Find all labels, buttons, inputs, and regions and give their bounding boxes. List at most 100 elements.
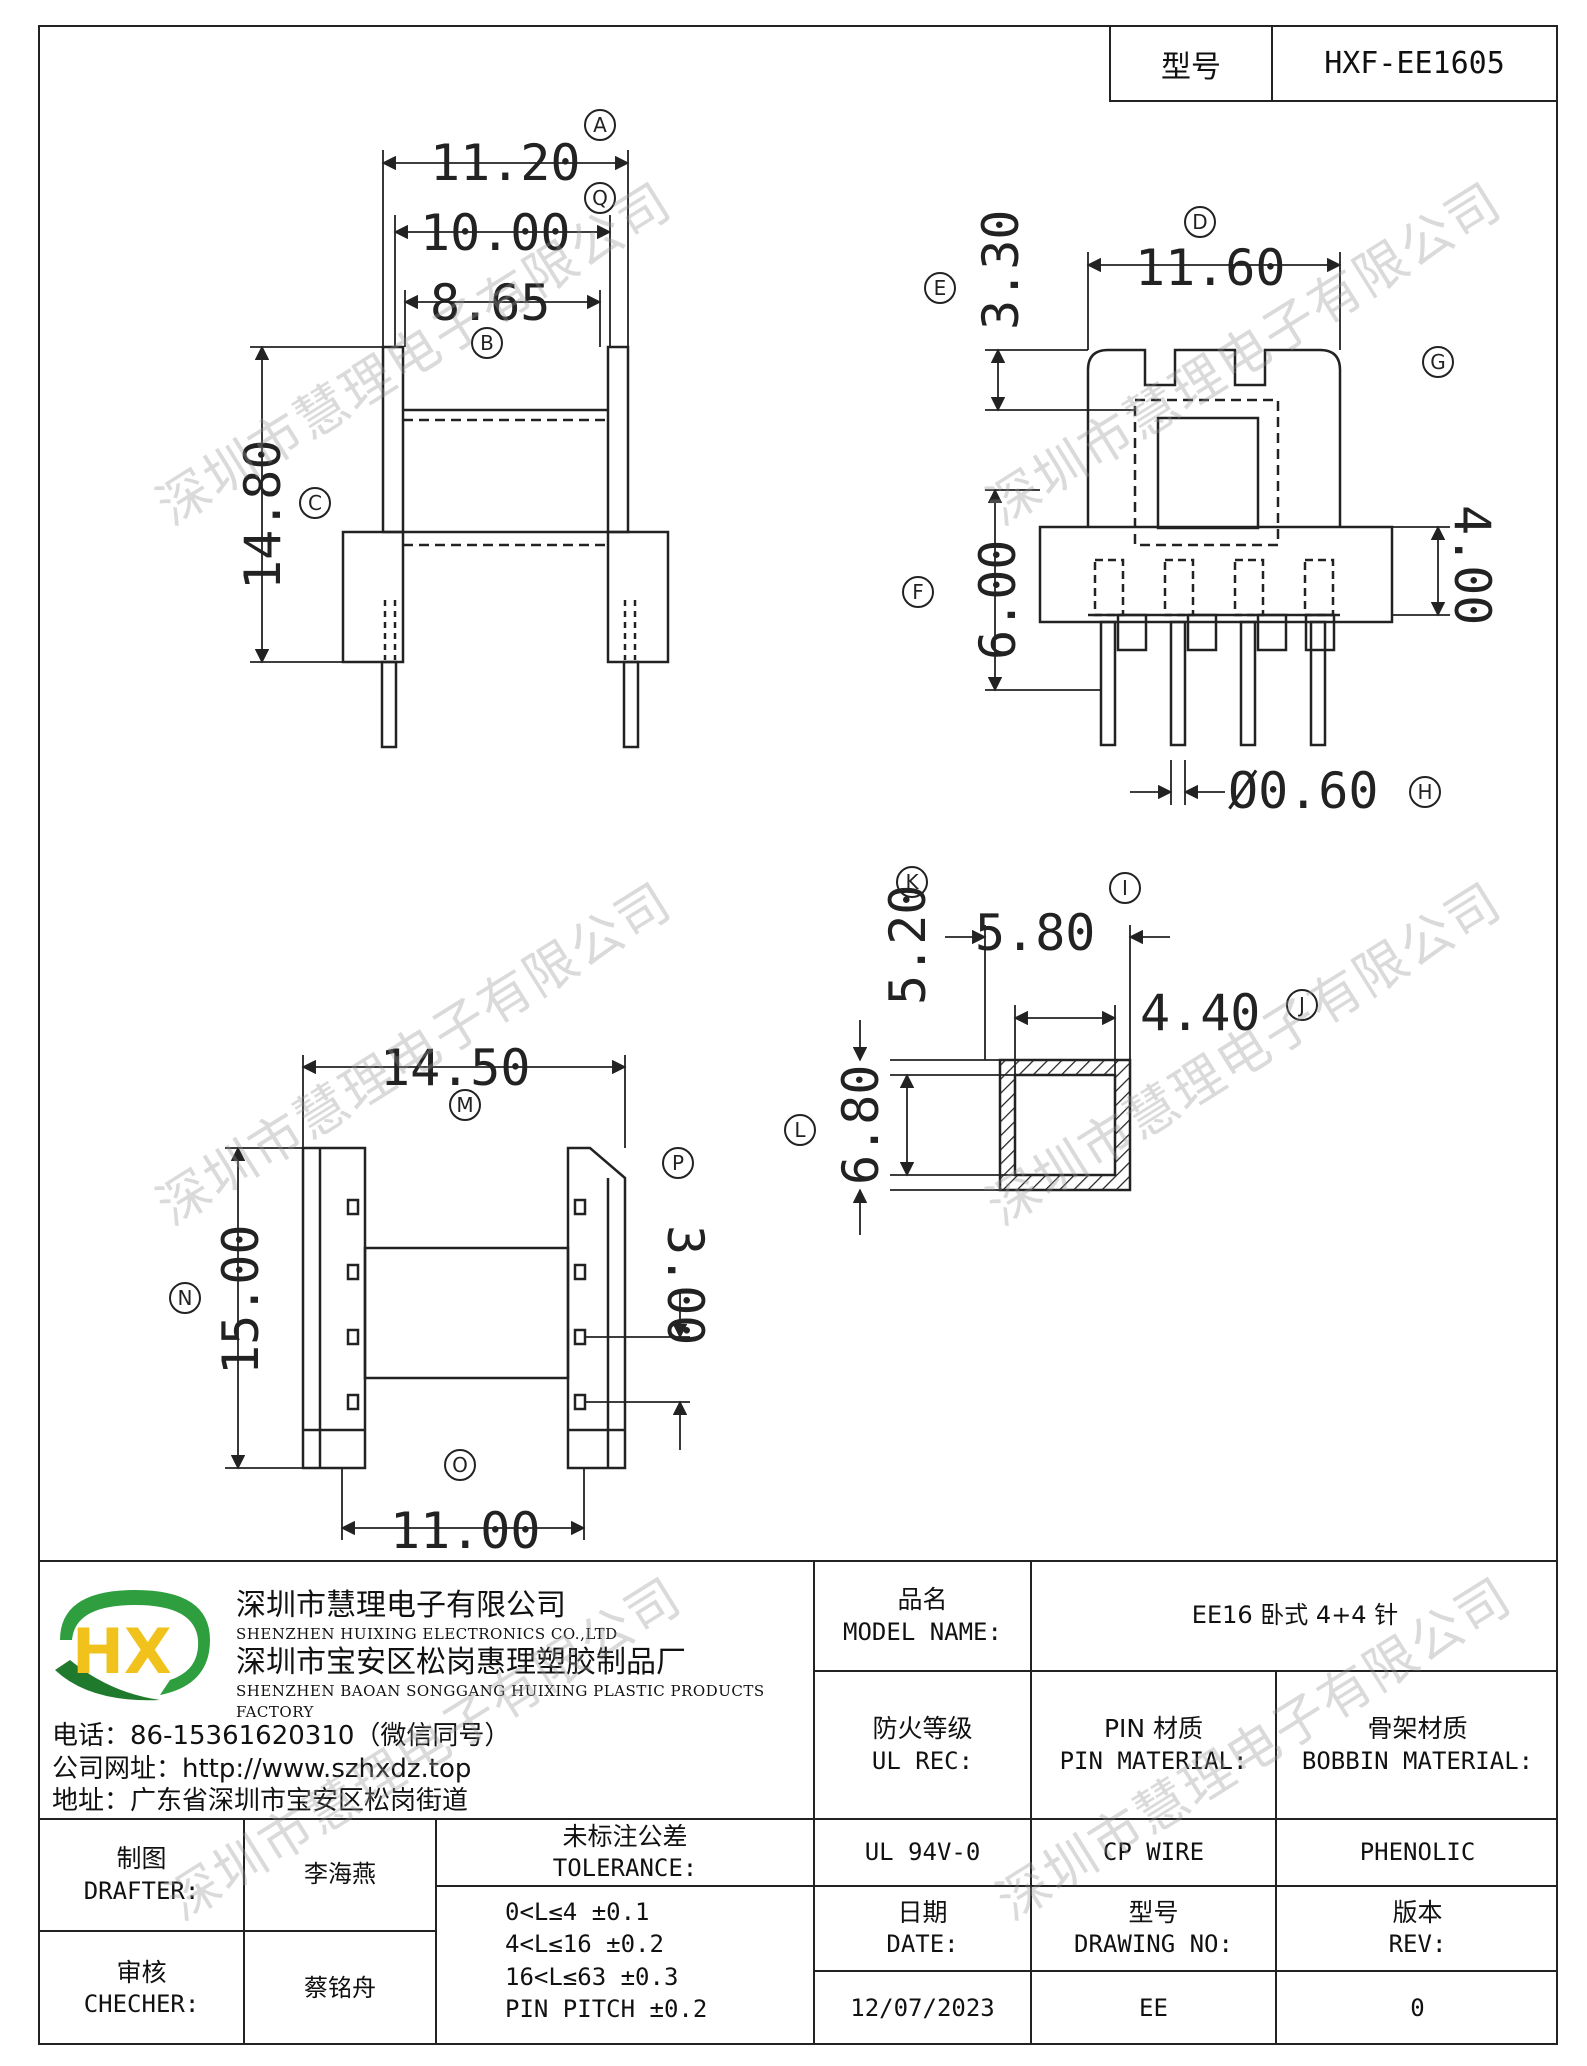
- reference-circle-h: [1409, 776, 1441, 808]
- bobbin-material-label: 骨架材质 BOBBIN MATERIAL:: [1301, 1714, 1534, 1775]
- checker-value: 蔡铭舟: [304, 1973, 376, 2002]
- reference-letter-q: Q: [592, 186, 608, 210]
- reference-letter-p: P: [672, 1151, 684, 1175]
- reference-circle-b: [471, 327, 503, 359]
- tb-top-line: [38, 1560, 1558, 1562]
- side-base: [1038, 525, 1394, 624]
- factory-name-en: SHENZHEN BAOAN SONGGANG HUIXING PLASTIC …: [236, 1682, 765, 1721]
- reference-letter-k: K: [905, 870, 919, 894]
- reference-letter-b: B: [480, 331, 494, 355]
- model-label: 型号: [1111, 27, 1273, 100]
- reference-circle-k: [896, 866, 928, 898]
- company-name-en: SHENZHEN HUIXING ELECTRONICS CO.,LTD: [236, 1625, 618, 1643]
- drawing-frame: [38, 25, 1558, 2045]
- reference-letter-f: F: [912, 580, 924, 604]
- dim-L-text: 6.80: [832, 1065, 890, 1185]
- pin-material-value: CP WIRE: [1102, 1837, 1205, 1866]
- reference-circle-d: [1184, 206, 1216, 238]
- tolerance-item: 0<L≤4 ±0.1: [505, 1898, 650, 1926]
- side-view: [985, 252, 1450, 805]
- dim-B-text: 8.65: [430, 274, 550, 332]
- front-left-base: [341, 530, 405, 664]
- reference-letter-g: G: [1430, 350, 1446, 374]
- dim-G-text: 4.00: [1443, 505, 1501, 625]
- reference-letter-j: J: [1297, 993, 1305, 1017]
- reference-letter-e: E: [934, 276, 947, 300]
- dim-P-text: 3.00: [656, 1225, 714, 1345]
- bottom-left-flange: [301, 1146, 367, 1470]
- bottom-right-flange: [566, 1146, 627, 1470]
- model-name-value: EE16 卧式 4+4 针: [1191, 1601, 1399, 1630]
- phone-text: 电话：86-15361620310（微信同号）: [52, 1721, 511, 1751]
- dim-M-text: 14.50: [380, 1039, 531, 1097]
- side-pin-3: [1239, 620, 1257, 747]
- dim-J-text: 4.40: [1140, 984, 1260, 1042]
- contact-block: 电话：86-15361620310（微信同号） 公司网址：http://www.…: [52, 1720, 812, 1818]
- reference-circle-q: [584, 182, 616, 214]
- side-pin-1: [1099, 620, 1117, 747]
- front-right-flange-top: [606, 345, 630, 534]
- reference-circle-c: [299, 487, 331, 519]
- side-top-outline: [1086, 348, 1342, 527]
- tb-split-line: [813, 1560, 815, 2045]
- front-view: [250, 150, 670, 749]
- front-right-pin: [622, 660, 640, 749]
- tolerance-label: 未标注公差 TOLERANCE:: [552, 1821, 698, 1883]
- website-text: 公司网址：http://www.szhxdz.top: [52, 1753, 472, 1784]
- reference-letter-h: H: [1417, 780, 1432, 804]
- logo-letters: HX: [72, 1615, 172, 1688]
- company-logo: HX: [50, 1585, 220, 1705]
- reference-circle-i: [1109, 872, 1141, 904]
- dim-D-text: 11.60: [1135, 239, 1286, 297]
- reference-letter-d: D: [1192, 210, 1207, 234]
- pin-material-label: PIN 材质 PIN MATERIAL:: [1059, 1714, 1248, 1775]
- date-label: 日期 DATE:: [886, 1897, 959, 1959]
- company-name-cn: 深圳市慧理电子有限公司: [236, 1588, 566, 1623]
- front-right-base: [606, 530, 670, 664]
- drafter-label: 制图 DRAFTER:: [83, 1844, 200, 1905]
- reference-circle-e: [924, 272, 956, 304]
- side-pin-4: [1309, 620, 1327, 747]
- bottom-view: [225, 1055, 690, 1540]
- checker-label: 审核 CHECHER:: [83, 1957, 200, 2019]
- reference-circle-n: [169, 1282, 201, 1314]
- dim-N-text: 15.00: [212, 1224, 270, 1375]
- factory-name-cn: 深圳市宝安区松岗惠理塑胶制品厂: [236, 1645, 686, 1680]
- model-box: 型号 HXF-EE1605: [1109, 25, 1558, 102]
- bobbin-material-value: PHENOLIC: [1359, 1837, 1476, 1866]
- side-pin-2: [1169, 620, 1187, 747]
- dim-H-text: Ø0.60: [1228, 762, 1379, 820]
- tolerance-item: 4<L≤16 ±0.2: [505, 1930, 664, 1959]
- reference-circle-m: [449, 1089, 481, 1121]
- drafter-value: 李海燕: [304, 1860, 376, 1889]
- reference-letter-c: C: [308, 491, 322, 515]
- dim-F-text: 6.00: [969, 540, 1027, 660]
- dim-E-text: 3.30: [972, 210, 1030, 330]
- reference-circle-g: [1422, 346, 1454, 378]
- tolerance-list: 0<L≤4 ±0.1 4<L≤16 ±0.2 16<L≤63 ±0.3 PIN …: [505, 1896, 707, 2026]
- rev-value: 0: [1410, 1993, 1425, 2022]
- dim-K-text: 5.20: [879, 885, 937, 1005]
- reference-circle-j: [1286, 989, 1318, 1021]
- reference-letter-n: N: [178, 1286, 193, 1310]
- dim-A-text: 11.20: [430, 134, 581, 192]
- logo-svg: HX: [55, 1590, 210, 1701]
- reference-letter-o: O: [452, 1453, 468, 1477]
- dim-I-text: 5.80: [975, 904, 1095, 962]
- front-left-pin: [380, 660, 398, 749]
- dim-C-text: 14.80: [234, 439, 292, 590]
- reference-circle-p: [662, 1147, 694, 1179]
- rev-label: 版本 REV:: [1388, 1897, 1447, 1959]
- reference-circle-o: [444, 1449, 476, 1481]
- front-left-flange-top: [381, 345, 405, 534]
- technical-drawing: 11.20 10.00 8.65 14.80 11.60 3.30 4.00 6…: [169, 109, 1501, 1560]
- address-text: 地址：广东省深圳市宝安区松岗街道: [52, 1786, 469, 1816]
- reference-circle-a: [584, 109, 616, 141]
- dim-O-text: 11.00: [390, 1502, 541, 1560]
- model-name-label: 品名 MODEL NAME:: [843, 1585, 1002, 1646]
- dim-Q-text: 10.00: [420, 204, 571, 262]
- reference-circle-l: [784, 1114, 816, 1146]
- bottom-core: [363, 1246, 570, 1380]
- reference-letter-m: M: [456, 1093, 473, 1117]
